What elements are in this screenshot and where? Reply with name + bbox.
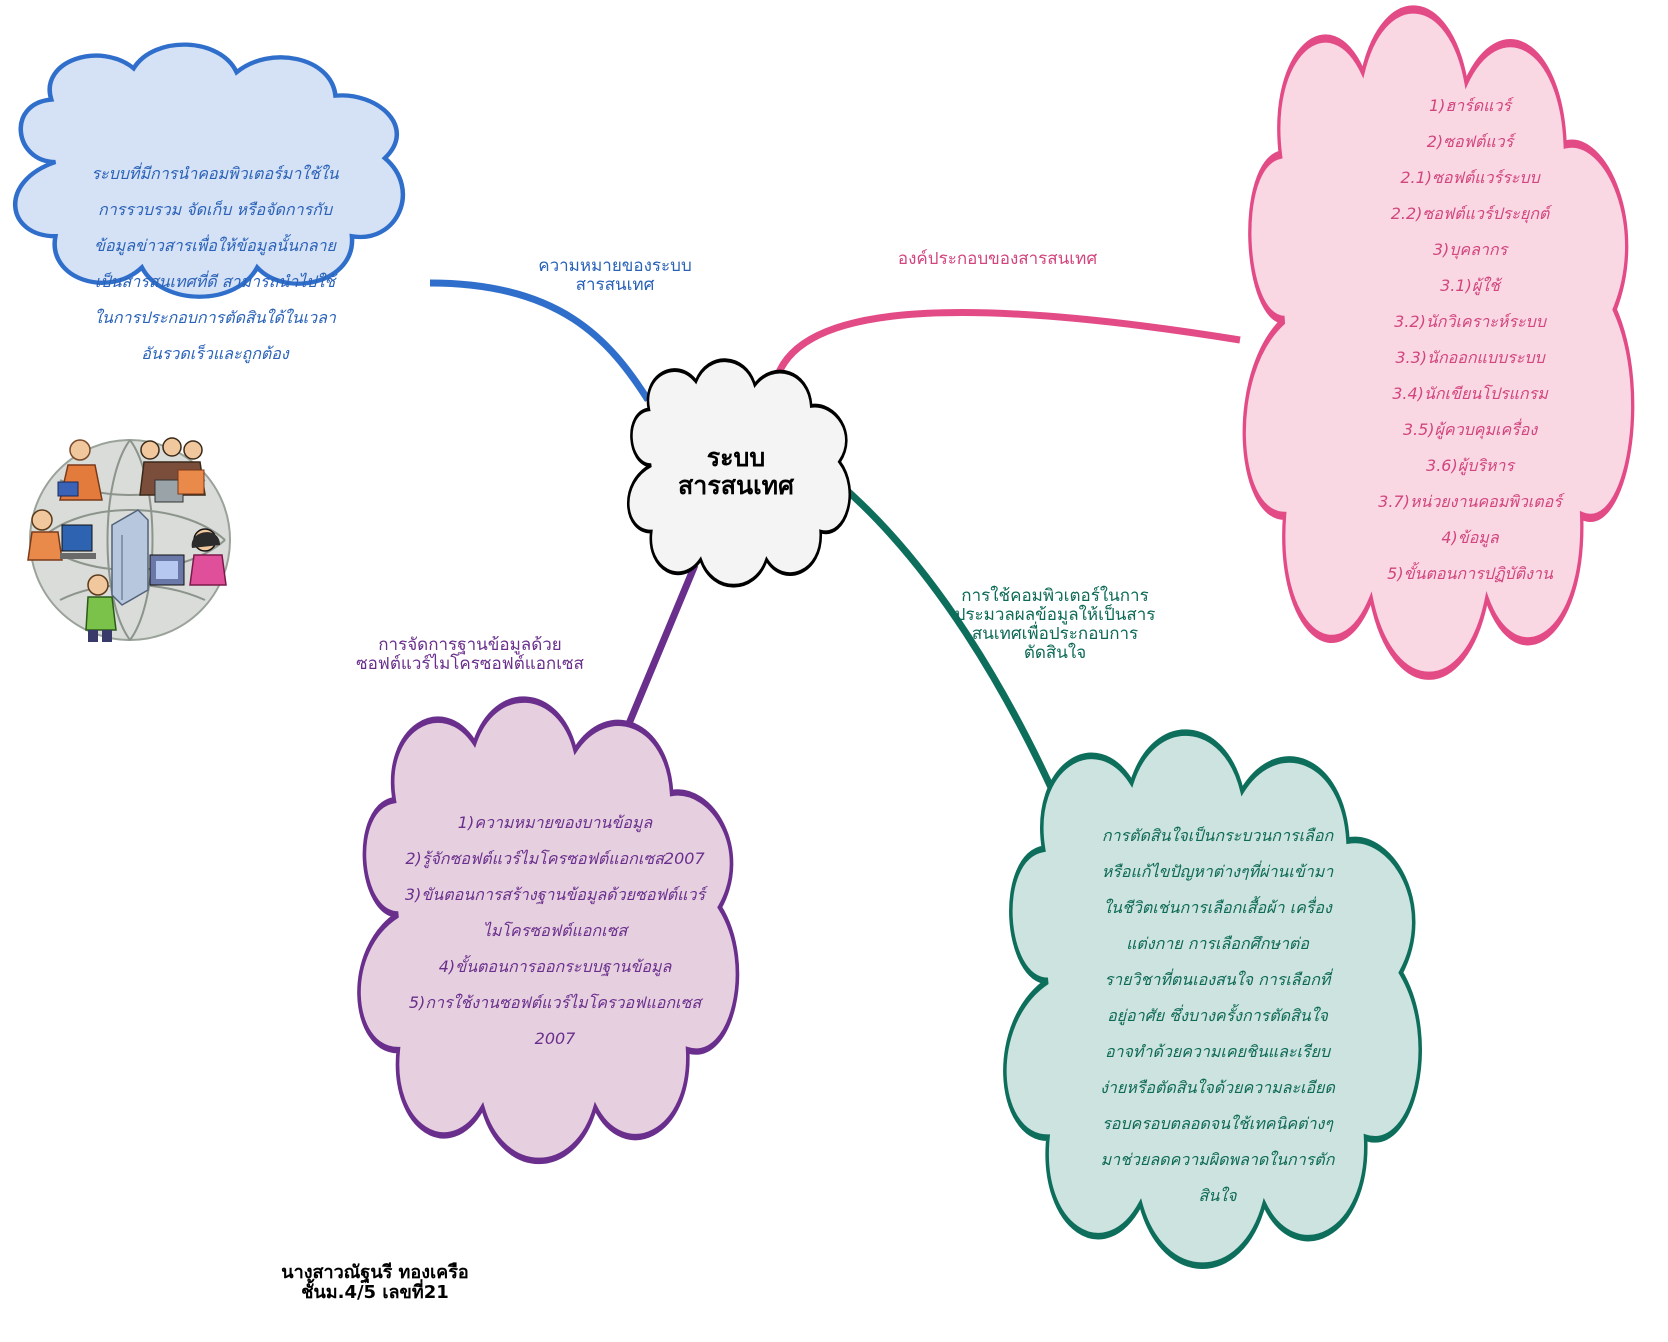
components-branch-label: องค์ประกอบของสารสนเทศ (865, 250, 1130, 269)
center-title-line-2: สารสนเทศ (678, 471, 794, 500)
components-cloud-text: 1)ฮาร์ดแวร์ 2)ซอฟต์แวร์ 2.1)ซอฟต์แวร์ระบ… (1330, 88, 1610, 592)
meaning-branch-label: ความหมายของระบบ สารสนเทศ (505, 257, 725, 295)
components-line: 3)บุคลากร (1432, 240, 1508, 259)
database-line: 1)ความหมายของบานข้อมูล (457, 813, 653, 832)
components-line: 4)ข้อมูล (1441, 528, 1499, 547)
decision-line: แต่งกาย การเลือกศึกษาต่อ (1126, 934, 1309, 953)
database-line: 4)ขั้นตอนการออกระบบฐานข้อมูล (438, 957, 672, 976)
decision-cloud-text: การตัดสินใจเป็นกระบวนการเลือก หรือแก้ไขป… (1050, 818, 1385, 1214)
database-line: 5)การใช้งานซอฟต์แวร์ไมโครวอฟแอกเซส (408, 993, 702, 1012)
components-connector (771, 308, 1241, 386)
database-cloud-text: 1)ความหมายของบานข้อมูล 2)รู้จักซอฟต์แวร์… (385, 805, 725, 1057)
decision-label-line-4: ตัดสินใจ (1023, 643, 1087, 663)
decision-label-line-1: การใช้คอมพิวเตอร์ในการ (961, 586, 1149, 606)
database-line: 2007 (534, 1029, 576, 1048)
meaning-label-line-2: สารสนเทศ (575, 275, 655, 295)
meaning-connector (429, 279, 651, 402)
components-line: 3.4)นักเขียนโปรแกรม (1392, 384, 1548, 403)
components-label-line-1: องค์ประกอบของสารสนเทศ (897, 249, 1098, 269)
meaning-line: ระบบที่มีการนำคอมพิวเตอร์มาใช้ใน (91, 164, 339, 183)
decision-label-line-2: ประมวลผลข้อมูลให้เป็นสาร (954, 605, 1156, 625)
database-connector (614, 563, 699, 752)
decision-line: ในชีวิตเช่นการเลือกเสื้อผ้า เครื่อง (1103, 898, 1332, 917)
decision-line: การตัดสินใจเป็นกระบวนการเลือก (1101, 826, 1334, 845)
meaning-line: ข้อมูลข่าวสารเพื่อให้ข้อมูลนั้นกลาย (94, 236, 336, 255)
meaning-line: ในการประกอบการตัดสินใด้ในเวลา (94, 308, 336, 327)
decision-line: อาจทำด้วยความเคยชินและเรียบ (1104, 1042, 1331, 1061)
components-line: 3.5)ผู้ควบคุมเครื่อง (1402, 420, 1538, 439)
components-line: 3.1)ผู้ใช้ (1440, 276, 1500, 295)
author-name: นางสาวณัฐนรี ทองเครือ (281, 1262, 469, 1283)
decision-line: หรือแก้ไขปัญหาต่างๆที่ผ่านเข้ามา (1101, 862, 1334, 881)
author-credit: นางสาวณัฐนรี ทองเครือ ชั้นม.4/5 เลขที่21 (240, 1263, 510, 1303)
components-line: 5)ขั้นตอนการปฏิบัติงาน (1387, 564, 1553, 583)
decision-line: สินใจ (1198, 1186, 1237, 1205)
database-line: 2)รู้จักซอฟต์แวร์ไมโครซอฟต์แอกเซส2007 (405, 849, 705, 868)
meaning-line: เป็นสารสนเทศที่ดี สามารถนำไปใช้ (94, 272, 336, 291)
meaning-cloud-text: ระบบที่มีการนำคอมพิวเตอร์มาใช้ใน การรวบร… (60, 156, 370, 372)
components-line: 2.2)ซอฟต์แวร์ประยุกต์ (1390, 204, 1550, 223)
decision-branch-label: การใช้คอมพิวเตอร์ในการ ประมวลผลข้อมูลให้… (930, 587, 1180, 663)
components-line: 1)ฮาร์ดแวร์ (1428, 96, 1512, 115)
decision-line: รายวิชาที่ตนเองสนใจ การเลือกที่ (1104, 970, 1331, 989)
meaning-line: การรวบรวม จัดเก็บ หรือจัดการกับ (98, 200, 332, 219)
decision-line: อยู่อาศัย ซึ่งบางครั้งการตัดสินใจ (1107, 1006, 1328, 1025)
decision-line: รอบครอบตลอดจนใช้เทคนิคต่างๆ (1102, 1114, 1333, 1133)
components-cloud (1242, 5, 1635, 680)
decision-cloud (1003, 729, 1422, 1269)
center-cloud (627, 358, 852, 588)
database-cloud (357, 696, 740, 1164)
components-line: 2.1)ซอฟต์แวร์ระบบ (1400, 168, 1540, 187)
meaning-cloud (13, 42, 405, 299)
components-line: 2)ซอฟต์แวร์ (1426, 132, 1514, 151)
meaning-label-line-1: ความหมายของระบบ (538, 256, 692, 276)
decision-connector (832, 477, 1074, 832)
database-line: ไมโครซอฟต์แอกเซส (482, 921, 628, 940)
decision-line: ง่ายหรือตัดสินใจด้วยความละเอียด (1100, 1078, 1335, 1097)
decision-line: มาช่วยลดความผิดพลาดในการตัก (1100, 1150, 1335, 1169)
database-label-line-2: ซอฟต์แวร์ไมโครซอฟต์แอกเซส (356, 654, 584, 674)
decision-label-line-3: สนเทศเพื่อประกอบการ (971, 624, 1139, 644)
components-line: 3.7)หน่วยงานคอมพิวเตอร์ (1378, 492, 1562, 511)
database-label-line-1: การจัดการฐานข้อมูลด้วย (378, 635, 562, 655)
components-line: 3.6)ผู้บริหาร (1426, 456, 1514, 475)
center-title-line-1: ระบบ (706, 443, 766, 472)
database-line: 3)ขันตอนการสร้างฐานข้อมูลด้วยซอฟต์แวร์ (404, 885, 706, 904)
author-class: ชั้นม.4/5 เลขที่21 (301, 1282, 449, 1303)
components-line: 3.3)นักออกแบบระบบ (1395, 348, 1545, 367)
people-computers-illustration (27, 437, 231, 642)
components-line: 3.2)นักวิเคราะห์ระบบ (1394, 312, 1546, 331)
center-title: ระบบ สารสนเทศ (626, 444, 846, 500)
meaning-line: อันรวดเร็วและถูกต้อง (141, 344, 289, 363)
database-branch-label: การจัดการฐานข้อมูลด้วย ซอฟต์แวร์ไมโครซอฟ… (325, 636, 615, 674)
